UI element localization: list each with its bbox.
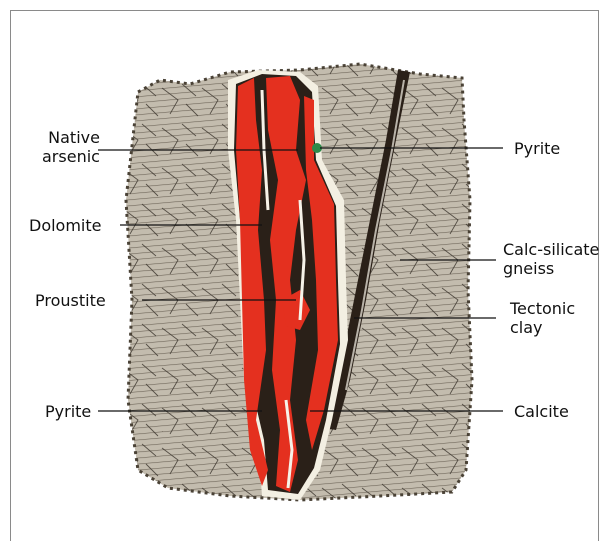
label-tectonic-clay-line1: Tectonic [510, 299, 575, 318]
label-calc-silicate-line1: Calc-silicate [503, 240, 599, 259]
label-proustite: Proustite [35, 291, 106, 310]
label-native-arsenic: Native arsenic [42, 128, 100, 166]
label-calc-silicate: Calc-silicate gneiss [503, 240, 599, 278]
label-tectonic-clay-line2: clay [510, 318, 575, 337]
label-native-arsenic-line2: arsenic [42, 147, 100, 166]
label-pyrite-left: Pyrite [45, 402, 91, 421]
label-dolomite: Dolomite [29, 216, 102, 235]
label-calc-silicate-line2: gneiss [503, 259, 599, 278]
label-pyrite-right: Pyrite [514, 139, 560, 158]
label-native-arsenic-line1: Native [42, 128, 100, 147]
label-calcite: Calcite [514, 402, 569, 421]
label-tectonic-clay: Tectonic clay [510, 299, 575, 337]
